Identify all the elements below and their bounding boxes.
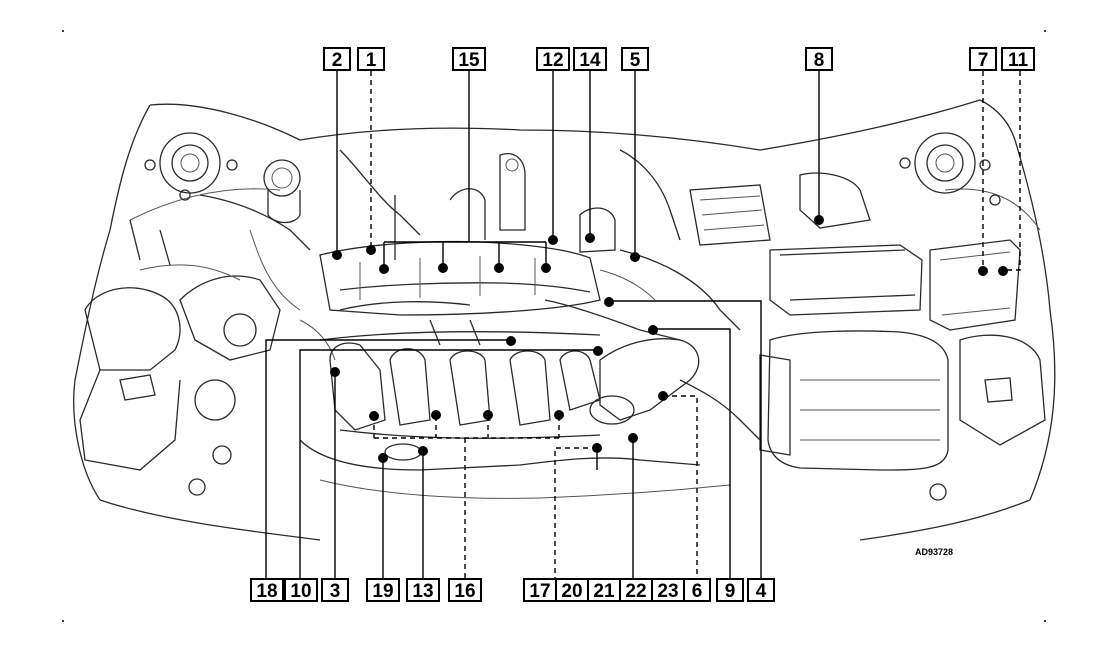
svg-text:17: 17 (529, 581, 550, 602)
callout-10: 10 (284, 578, 318, 602)
svg-text:2: 2 (332, 50, 343, 71)
callout-2: 2 (323, 47, 351, 71)
callout-3: 3 (321, 578, 349, 602)
svg-text:18: 18 (256, 581, 277, 602)
callout-21: 21 (587, 578, 621, 602)
corner-marks (62, 30, 1046, 622)
callout-dots (330, 215, 1008, 463)
svg-text:4: 4 (756, 581, 767, 602)
svg-text:5: 5 (630, 50, 641, 71)
svg-text:19: 19 (372, 581, 393, 602)
leader-lines (265, 71, 1021, 579)
callout-6: 6 (683, 578, 711, 602)
svg-text:9: 9 (725, 581, 736, 602)
svg-text:10: 10 (290, 581, 311, 602)
svg-text:14: 14 (579, 50, 601, 71)
svg-text:20: 20 (561, 581, 582, 602)
callout-17: 17 (523, 578, 557, 602)
callout-14: 14 (573, 47, 607, 71)
callout-22: 22 (619, 578, 653, 602)
svg-text:8: 8 (814, 50, 825, 71)
svg-text:11: 11 (1008, 50, 1029, 71)
callout-8: 8 (805, 47, 833, 71)
svg-text:13: 13 (412, 581, 433, 602)
svg-text:12: 12 (542, 50, 563, 71)
svg-text:21: 21 (593, 581, 615, 602)
svg-text:1: 1 (366, 50, 377, 71)
callout-19: 19 (366, 578, 400, 602)
callout-4: 4 (747, 578, 775, 602)
svg-text:22: 22 (625, 581, 646, 602)
callout-7: 7 (969, 47, 997, 71)
svg-text:3: 3 (330, 581, 341, 602)
callout-11: 11 (1001, 47, 1035, 71)
callout-5: 5 (621, 47, 649, 71)
callout-1: 1 (357, 47, 385, 71)
callout-23: 23 (651, 578, 685, 602)
callout-20: 20 (555, 578, 589, 602)
callout-9: 9 (716, 578, 744, 602)
callout-16: 16 (448, 578, 482, 602)
svg-text:16: 16 (454, 581, 475, 602)
callout-18: 18 (250, 578, 284, 602)
callout-12: 12 (536, 47, 570, 71)
callout-13: 13 (406, 578, 440, 602)
figure-code: AD93728 (915, 547, 953, 557)
svg-text:7: 7 (978, 50, 989, 71)
svg-text:6: 6 (692, 581, 703, 602)
svg-text:23: 23 (657, 581, 678, 602)
svg-text:15: 15 (458, 50, 480, 71)
callout-15: 15 (452, 47, 486, 71)
engine-bay-illustration (73, 99, 1056, 541)
